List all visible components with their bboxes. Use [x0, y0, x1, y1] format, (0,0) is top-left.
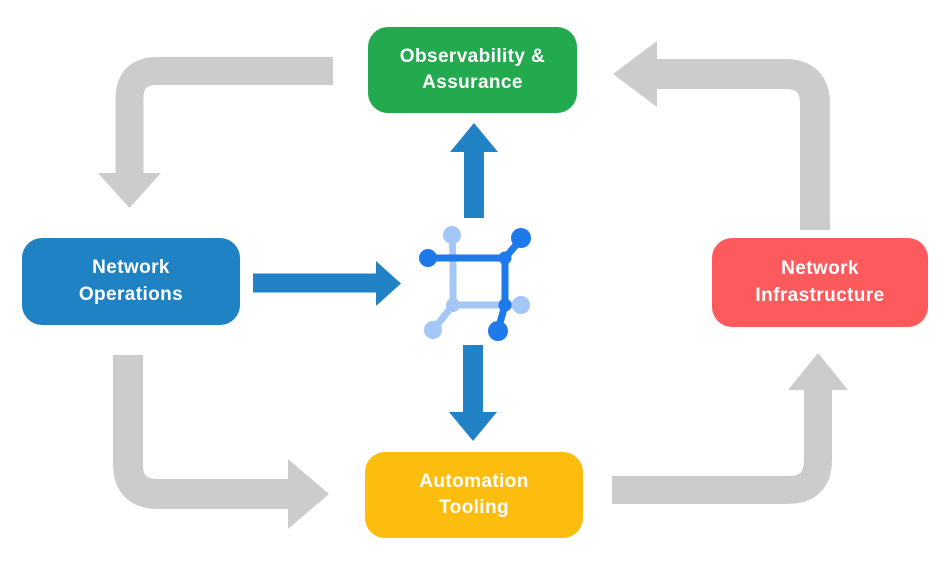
icon-corner-dot: [498, 298, 512, 312]
node-network-infrastructure: Network Infrastructure: [712, 238, 928, 327]
arrow-automation-to-infrastructure: [612, 353, 848, 504]
arrow-head: [98, 173, 161, 208]
arrow-head: [288, 459, 329, 529]
arrow-infrastructure-to-observability: [613, 41, 830, 230]
icon-corner-dot: [446, 298, 460, 312]
arrow-head: [376, 261, 401, 306]
icon-node-dot: [424, 321, 442, 339]
icon-node-dot: [512, 296, 530, 314]
arrow-observability-to-operations: [98, 57, 333, 208]
icon-node-dot: [443, 226, 461, 244]
node-observability-assurance: Observability & Assurance: [368, 27, 577, 113]
arrow-icon-to-automation: [449, 345, 497, 441]
arrow-shaft: [657, 59, 830, 230]
icon-light-lines: [448, 232, 525, 309]
arrow-shaft: [113, 355, 288, 509]
node-network-infrastructure-label: Network Infrastructure: [755, 258, 885, 306]
icon-node-dot: [511, 228, 531, 248]
node-automation-tooling: Automation Tooling: [365, 452, 583, 538]
arrow-shaft: [612, 389, 832, 504]
node-observability-assurance-label: Observability & Assurance: [399, 45, 546, 93]
node-automation-tooling-label: Automation Tooling: [419, 470, 529, 518]
arrow-shaft: [115, 57, 333, 175]
arrow-head: [449, 412, 497, 441]
node-network-operations: Network Operations: [22, 238, 240, 325]
arrow-head: [613, 41, 657, 107]
arrow-operations-to-icon: [253, 261, 401, 306]
icon-node-dot: [488, 321, 508, 341]
icon-corner-dot: [498, 251, 512, 265]
network-fabric-icon: [419, 226, 531, 341]
icon-dark-edge: [494, 254, 509, 334]
arrow-icon-to-observability: [450, 123, 498, 218]
node-network-operations-label: Network Operations: [78, 257, 184, 305]
icon-node-dot: [419, 249, 437, 267]
arrow-head: [450, 123, 498, 152]
arrow-operations-to-automation: [113, 355, 329, 529]
arrow-head: [788, 353, 848, 390]
